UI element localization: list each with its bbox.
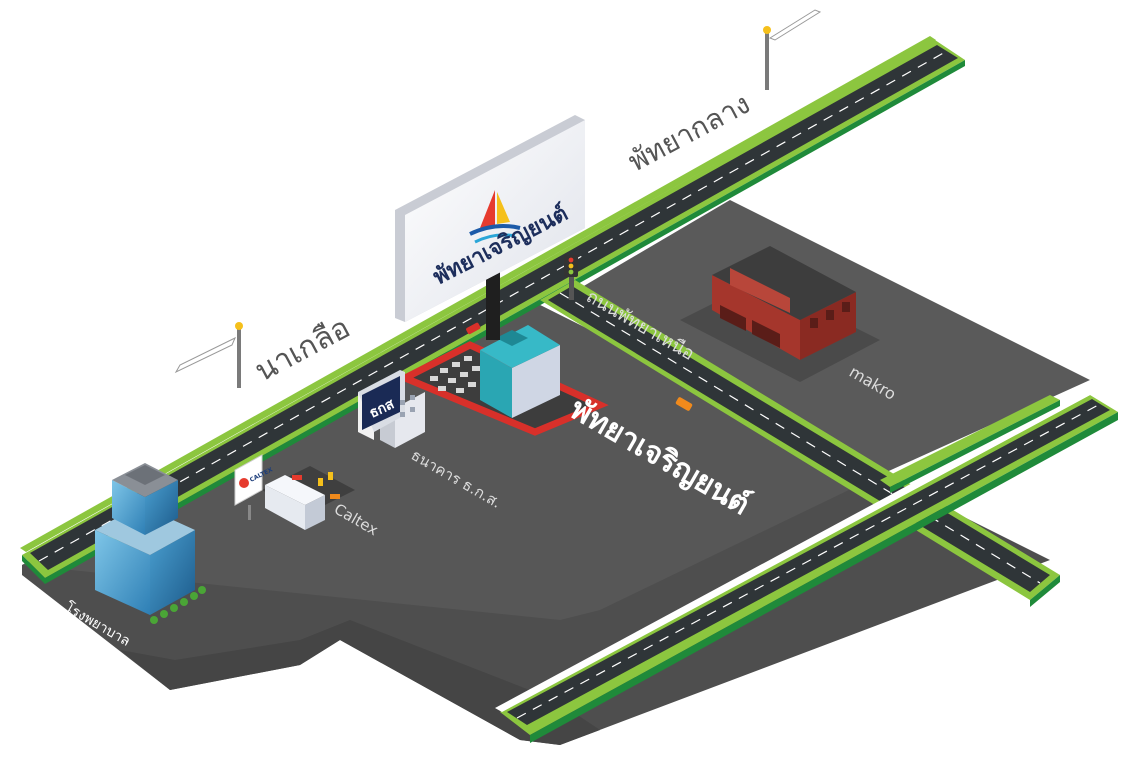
road-lower	[495, 390, 1118, 743]
boat-logo	[469, 190, 521, 244]
showroom-building	[480, 325, 560, 418]
billboard: พัทยาเจริญยนต์	[395, 115, 585, 340]
caltex-station: CALTEX	[234, 454, 355, 530]
makro-building	[680, 246, 880, 382]
signpost-right	[763, 9, 822, 90]
traffic-light	[564, 255, 578, 300]
signpost-left	[174, 322, 243, 388]
hospital-building	[95, 463, 206, 624]
parked-cars	[430, 356, 480, 393]
bank-building: ธกส	[358, 370, 425, 448]
car-red	[466, 322, 481, 335]
car-orange	[675, 397, 693, 411]
